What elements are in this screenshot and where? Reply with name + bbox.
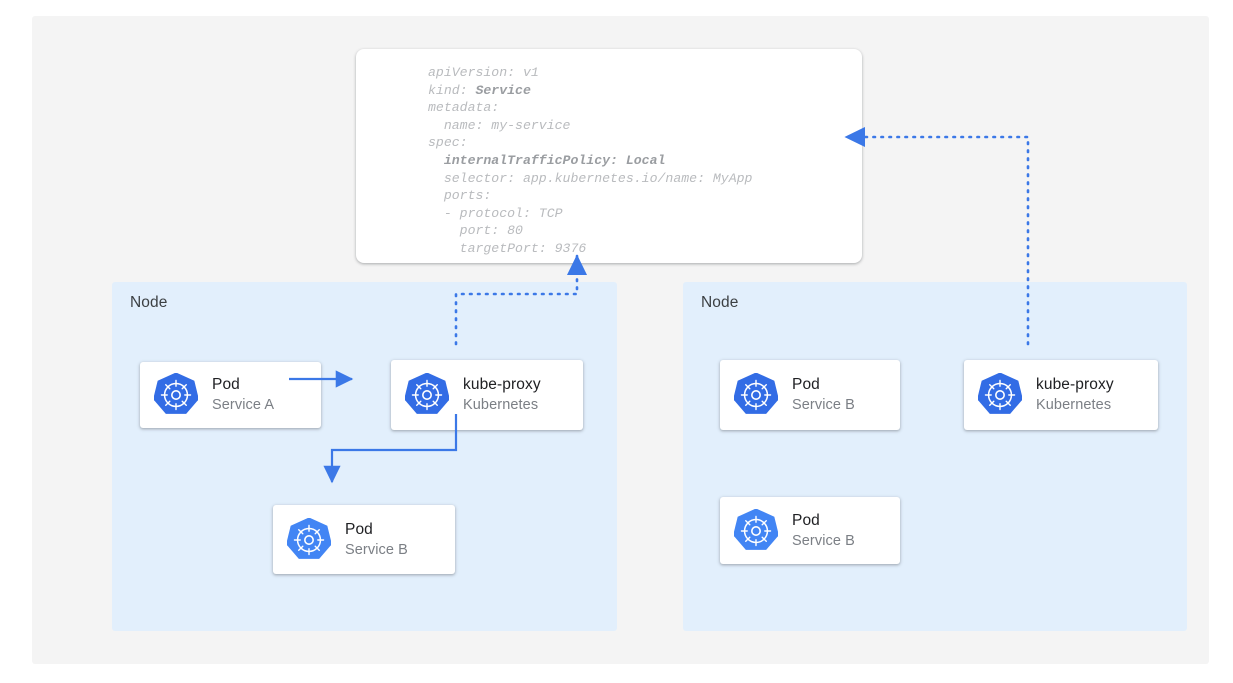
yaml-line-plain: spec: (428, 135, 468, 151)
kubernetes-logo-icon (287, 517, 331, 559)
yaml-line: metadata: (428, 99, 752, 117)
yaml-line: name: my-service (428, 117, 752, 135)
card-text: Pod Service A (212, 375, 274, 415)
yaml-line-plain: apiVersion: v1 (428, 65, 539, 80)
card-text: Pod Service B (345, 520, 408, 560)
card-title: kube-proxy (1036, 376, 1114, 393)
card-subtitle: Kubernetes (1036, 397, 1112, 413)
yaml-line: targetPort: 9376 (428, 240, 752, 258)
card-text: Pod Service B (792, 511, 855, 551)
card-title: Pod (212, 376, 240, 393)
yaml-line: kind: Service (428, 82, 752, 100)
card-subtitle: Service A (212, 397, 275, 413)
yaml-line: internalTrafficPolicy: Local (428, 152, 752, 170)
kubernetes-logo-icon (405, 373, 449, 414)
card-text: kube-proxy Kubernetes (463, 375, 541, 415)
card-pod-service-b-left[interactable]: Pod Service B (273, 505, 455, 574)
yaml-line-plain (428, 153, 444, 168)
card-text: kube-proxy Kubernetes (1036, 375, 1114, 415)
card-title: Pod (792, 511, 820, 529)
yaml-line-plain: port: 80 (428, 223, 523, 239)
yaml-line: apiVersion: v1 (428, 64, 752, 82)
card-title: kube-proxy (463, 376, 541, 393)
yaml-line-plain: targetPort: 9376 (428, 240, 587, 256)
card-pod-service-b-right-2[interactable]: Pod Service B (720, 497, 900, 564)
node-panel-right: Node (683, 282, 1187, 631)
yaml-line-emphasis: Service (475, 82, 531, 98)
kubernetes-logo-icon (154, 373, 198, 414)
kubernetes-logo-icon (734, 373, 778, 414)
card-title: Pod (345, 520, 373, 538)
node-label-left: Node (130, 294, 168, 311)
kubernetes-logo-icon (978, 373, 1022, 414)
card-pod-service-b-right-1[interactable]: Pod Service B (720, 360, 900, 430)
card-pod-service-a[interactable]: Pod Service A (140, 362, 321, 428)
card-title: Pod (792, 376, 820, 393)
yaml-line-plain: ports: (428, 188, 492, 204)
card-subtitle: Service B (345, 541, 408, 558)
card-subtitle: Service B (792, 397, 855, 413)
card-kube-proxy-right[interactable]: kube-proxy Kubernetes (964, 360, 1158, 430)
yaml-line: port: 80 (428, 222, 752, 240)
node-panel-left: Node (112, 282, 617, 631)
yaml-line-plain: name: my-service (428, 117, 571, 133)
yaml-line: - protocol: TCP (428, 205, 752, 223)
card-text: Pod Service B (792, 375, 855, 415)
kubernetes-logo-icon (734, 508, 778, 550)
card-subtitle: Kubernetes (463, 397, 539, 413)
yaml-line-plain: kind: (428, 82, 476, 98)
yaml-line-plain: - protocol: TCP (428, 205, 563, 221)
yaml-line: ports: (428, 187, 752, 205)
yaml-line: selector: app.kubernetes.io/name: MyApp (428, 170, 753, 188)
yaml-line-plain: metadata: (428, 100, 500, 116)
card-kube-proxy-left[interactable]: kube-proxy Kubernetes (391, 360, 583, 430)
yaml-line: spec: (428, 134, 752, 152)
node-label-right: Node (701, 294, 739, 311)
yaml-line-plain: selector: app.kubernetes.io/name: MyApp (428, 170, 753, 186)
yaml-line-emphasis: internalTrafficPolicy: Local (443, 152, 666, 168)
card-subtitle: Service B (792, 532, 855, 549)
